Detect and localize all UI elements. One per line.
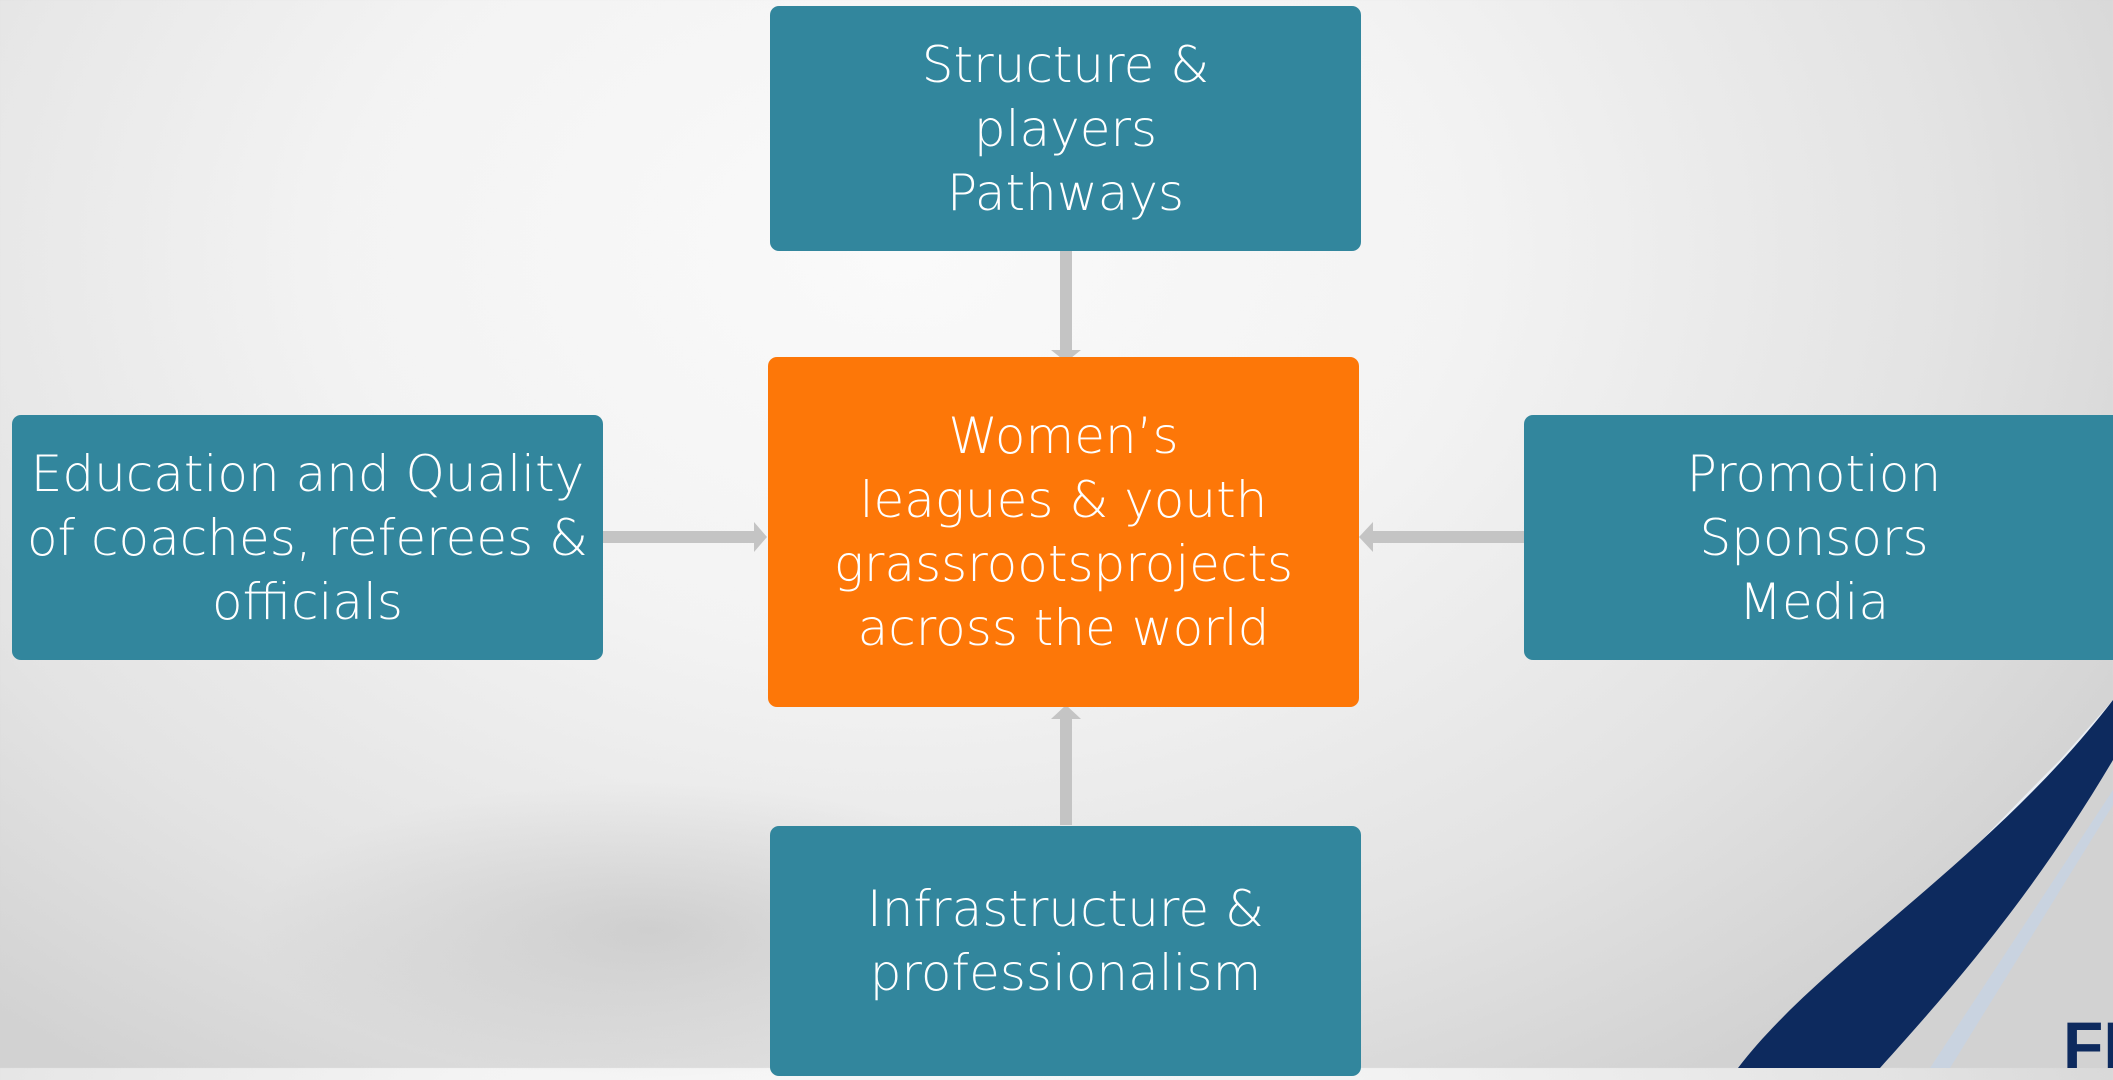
arrow-right-head [1359,522,1373,552]
logo-swoosh-navy [1738,700,2113,1068]
box-text-line: Media [1738,572,1890,631]
box-text-line: Infrastructure & [866,880,1265,938]
box-text-line: across the world [857,599,1270,657]
box-text-line: professionalism [869,944,1262,1002]
arrow-bottom-shaft [1060,718,1072,825]
logo-letters: FI [2063,1008,2113,1068]
box-text-line: officials [212,572,403,631]
structure-pathways-box: Structure & players Pathways [770,6,1361,251]
arrow-bottom-head [1051,705,1081,719]
box-text-line: Education and Quality [30,444,585,503]
arrow-right-shaft [1372,531,1524,543]
education-quality-box: Education and Quality of coaches, refere… [12,415,603,660]
box-text-line: Promotion [1686,444,1942,503]
womens-leagues-center-box: Women’s leagues & youth grassrootsprojec… [768,357,1359,707]
box-text-line: grassrootsprojects [833,535,1294,593]
box-text-line: Pathways [946,163,1184,222]
arrow-left-shaft [603,531,755,543]
infrastructure-professionalism-box: Infrastructure & professionalism [770,826,1361,1076]
box-text-line: Sponsors [1699,508,1929,567]
logo-swoosh-light [1930,790,2113,1068]
arrow-top-shaft [1060,251,1072,351]
promotion-sponsors-media-box: Promotion Sponsors Media [1524,415,2113,660]
arrow-left-head [754,522,767,552]
box-text-line: players [973,99,1158,158]
box-text-line: of coaches, referees & [26,508,589,567]
arrow-top-head [1051,350,1081,362]
box-text-line: leagues & youth [859,471,1268,529]
box-text-line: Women’s [948,407,1179,465]
box-text-line: Structure & [921,35,1210,94]
